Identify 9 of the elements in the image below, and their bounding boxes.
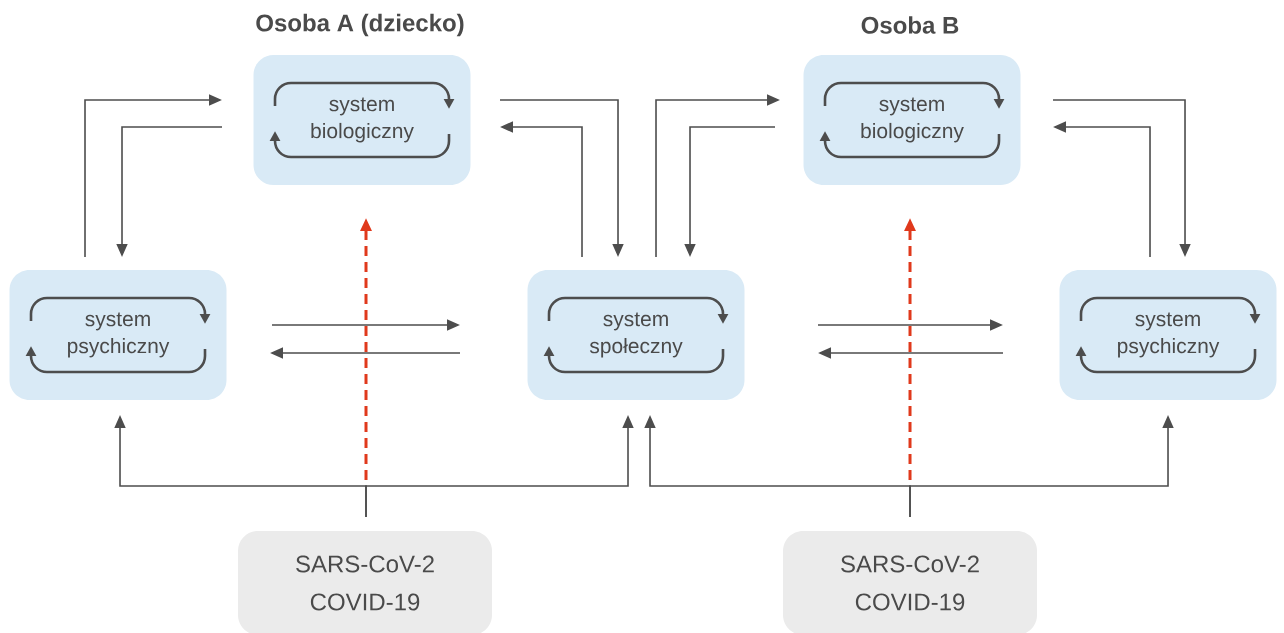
system-box: system psychiczny (9, 270, 227, 400)
cause-box: SARS-CoV-2 COVID-19 (238, 531, 492, 633)
system-box: system społeczny (527, 270, 745, 400)
system-box: system biologiczny (803, 55, 1021, 185)
heading: Osoba A (dziecko) (256, 13, 464, 37)
heading: Osoba B (861, 16, 959, 34)
system-box: system psychiczny (1059, 270, 1277, 400)
system-box: system biologiczny (253, 55, 471, 185)
cause-box: SARS-CoV-2 COVID-19 (783, 531, 1037, 633)
